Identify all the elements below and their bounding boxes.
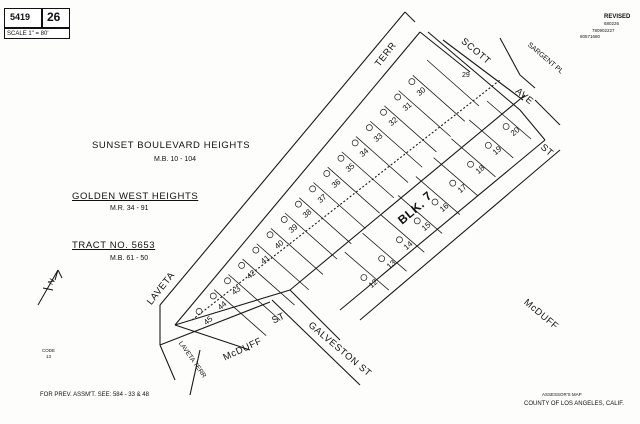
block-se-line bbox=[339, 139, 546, 311]
tract-ref-2: M.R. 34 - 91 bbox=[110, 205, 149, 212]
lot-line bbox=[380, 214, 425, 253]
code-value: 13 bbox=[46, 354, 52, 359]
galveston-st-line1 bbox=[289, 289, 341, 341]
laveta-terr-curve2 bbox=[159, 344, 176, 381]
county-label: COUNTY OF LOS ANGELES, CALIF. bbox=[524, 401, 624, 407]
lot-line bbox=[384, 105, 437, 153]
parcel-circle bbox=[365, 124, 373, 131]
revision-code-1: 680226 bbox=[604, 21, 620, 26]
revision-code-3: 80571680 bbox=[580, 34, 601, 39]
parcel-circle bbox=[408, 78, 416, 86]
parcel-circle bbox=[224, 277, 231, 285]
parcel-circle bbox=[309, 185, 316, 193]
lot-line bbox=[270, 228, 324, 275]
parcel-circle bbox=[209, 292, 217, 300]
lot-line bbox=[369, 120, 423, 168]
laveta-terr-outer-line bbox=[159, 11, 406, 306]
parcel-circle bbox=[502, 123, 510, 130]
block-sw-line bbox=[174, 289, 291, 326]
mcduff-left-line1 bbox=[174, 324, 251, 351]
tract-name-3: TRACT NO. 5653 bbox=[72, 240, 156, 251]
parcel-circle bbox=[351, 139, 359, 147]
rear-lot-line bbox=[191, 79, 501, 321]
tract-name-2: GOLDEN WEST HEIGHTS bbox=[72, 191, 199, 202]
parcel-circle bbox=[378, 255, 386, 263]
parcel-circle bbox=[266, 231, 274, 239]
parcel-circle bbox=[431, 198, 439, 206]
lot-line bbox=[398, 90, 451, 137]
mcduff-left-outer bbox=[159, 301, 271, 346]
lot-line bbox=[213, 289, 267, 336]
tract-ref-1: M.B. 10 - 104 bbox=[154, 156, 197, 163]
galveston-st-line2 bbox=[271, 299, 361, 386]
parcel-circle bbox=[449, 179, 457, 187]
parcel-circle bbox=[238, 262, 246, 269]
block-nw-line bbox=[174, 31, 421, 326]
parcel-circle bbox=[323, 170, 331, 177]
scale-box bbox=[4, 28, 70, 39]
book-number: 5419 bbox=[10, 12, 31, 22]
parcel-circle bbox=[280, 216, 288, 223]
lot-line bbox=[397, 195, 443, 234]
block-center-line bbox=[289, 94, 526, 291]
lot-line bbox=[451, 138, 496, 178]
lot-line bbox=[486, 100, 532, 140]
parcel-circle bbox=[195, 307, 203, 315]
parcel-circle bbox=[484, 141, 492, 149]
scale-label: SCALE 1" = 80' bbox=[7, 31, 49, 37]
lot-line bbox=[313, 182, 366, 229]
lot-line bbox=[341, 151, 395, 199]
assessor-map-title: ASSESSOR'S MAP bbox=[542, 392, 582, 397]
lot-line bbox=[355, 136, 409, 183]
parcel-number: 29 bbox=[462, 72, 470, 79]
parcel-circle bbox=[413, 217, 421, 225]
parcel-circle bbox=[252, 246, 260, 254]
revision-code-2: 780902227 bbox=[592, 28, 615, 33]
scott-ave-inner bbox=[427, 31, 521, 111]
lot-line bbox=[256, 243, 310, 291]
page-number-box bbox=[42, 8, 70, 28]
lot-line bbox=[412, 75, 466, 122]
lot-line bbox=[228, 274, 281, 321]
lot-line bbox=[327, 166, 380, 214]
lot-line bbox=[284, 212, 338, 260]
laveta-terr-curve bbox=[189, 349, 201, 396]
lot-line bbox=[415, 176, 461, 215]
code-label: CODE bbox=[42, 348, 56, 353]
prev-assessment-note: FOR PREV. ASSM'T. SEE: 584 - 33 & 48 bbox=[40, 392, 149, 398]
parcel-circle bbox=[380, 108, 387, 116]
ave-line bbox=[534, 99, 561, 126]
laveta-terr-end bbox=[404, 11, 416, 23]
parcel-circle bbox=[467, 160, 474, 168]
sargent-pl-line2 bbox=[519, 74, 536, 89]
lot-line bbox=[433, 157, 478, 196]
lot-line bbox=[426, 59, 480, 107]
parcel-circle bbox=[394, 93, 402, 101]
scott-ave-line-outer bbox=[442, 39, 524, 101]
lot-line bbox=[242, 258, 295, 306]
revised-label: REVISED bbox=[604, 14, 631, 20]
lot-line bbox=[362, 232, 407, 272]
parcel-circle bbox=[396, 236, 403, 244]
page-number: 26 bbox=[47, 10, 61, 24]
book-number-box bbox=[4, 8, 42, 28]
parcel-circle bbox=[337, 154, 345, 162]
sargent-pl-line bbox=[499, 37, 521, 76]
mcduff-outer bbox=[359, 149, 561, 321]
parcel-circle bbox=[360, 274, 368, 281]
lot-line bbox=[299, 197, 352, 245]
tract-ref-3: M.B. 61 - 50 bbox=[110, 255, 149, 262]
ave-inner bbox=[519, 109, 546, 141]
lot-line bbox=[468, 119, 514, 159]
lot-line bbox=[344, 251, 390, 291]
north-arrow bbox=[37, 269, 63, 306]
block-ne-short bbox=[419, 31, 471, 73]
tract-name-1: SUNSET BOULEVARD HEIGHTS bbox=[92, 140, 251, 151]
parcel-circle bbox=[295, 200, 302, 208]
